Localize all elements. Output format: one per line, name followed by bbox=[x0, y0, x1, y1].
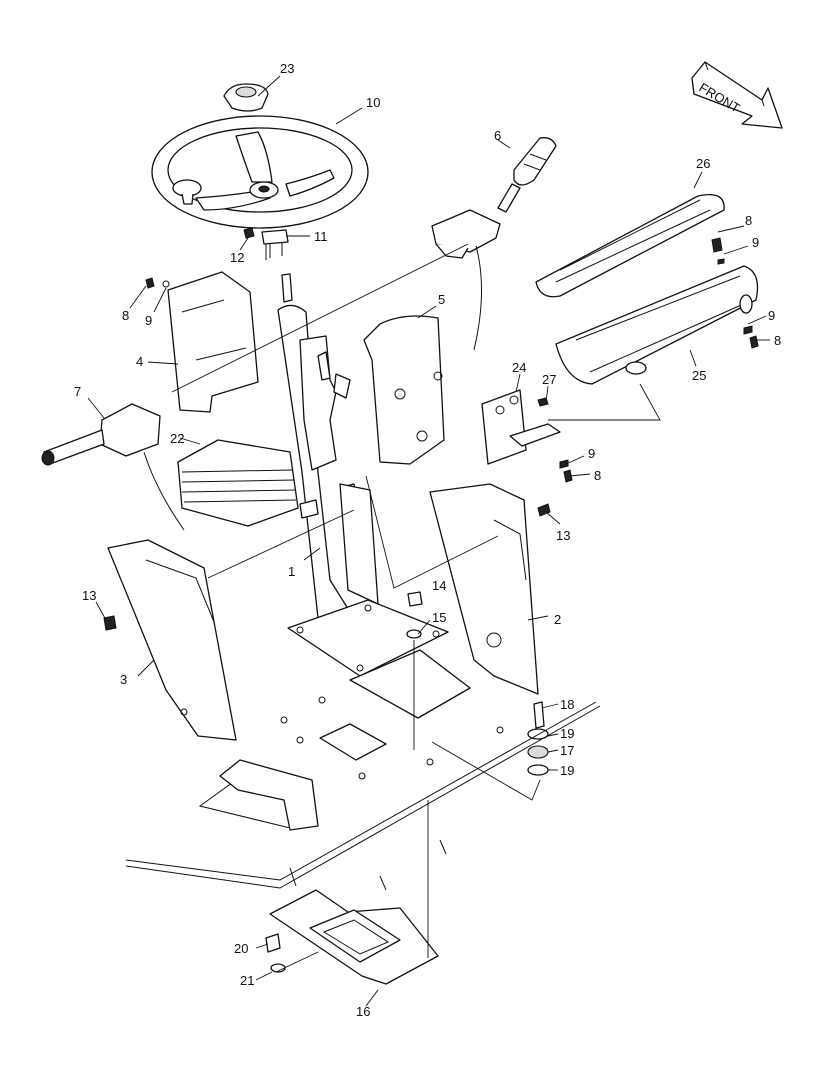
part-26-dash-cover bbox=[535, 193, 725, 298]
part-25-dash-housing bbox=[555, 265, 759, 385]
part-16-floor-plate bbox=[269, 889, 439, 985]
callout-17: 17 bbox=[560, 743, 574, 758]
callout-2: 2 bbox=[554, 612, 561, 627]
callout-20: 20 bbox=[234, 941, 248, 956]
part-5-column-panel bbox=[363, 315, 445, 465]
part-7-light-switch bbox=[41, 403, 185, 531]
callout-26: 26 bbox=[696, 156, 710, 171]
part-12-nut bbox=[243, 227, 255, 239]
part-11-bracket bbox=[261, 229, 289, 260]
callout-11: 11 bbox=[314, 229, 328, 244]
callout-5: 5 bbox=[438, 292, 445, 307]
callout-22: 22 bbox=[170, 431, 184, 446]
callout-8: 8 bbox=[774, 333, 781, 348]
callout-16: 16 bbox=[356, 1004, 370, 1019]
callout-19: 19 bbox=[560, 763, 574, 778]
part-2-lower-cover-right bbox=[429, 483, 539, 695]
part-1-steering-column bbox=[277, 273, 449, 677]
callout-13: 13 bbox=[556, 528, 570, 543]
part-10-steering-wheel bbox=[151, 115, 369, 229]
callout-1: 1 bbox=[288, 564, 295, 579]
part-6-shift-lever bbox=[431, 137, 557, 351]
part-23-steering-cap bbox=[223, 83, 269, 112]
callout-6: 6 bbox=[494, 128, 501, 143]
callout-25: 25 bbox=[692, 368, 706, 383]
callout-7: 7 bbox=[74, 384, 81, 399]
hardware-fasteners bbox=[103, 237, 759, 973]
callout-13: 13 bbox=[82, 588, 96, 603]
part-4-column-cover-left bbox=[167, 271, 259, 413]
part-22-shift-boot bbox=[177, 439, 299, 527]
callout-21: 21 bbox=[240, 973, 254, 988]
part-3-lower-cover-left bbox=[107, 539, 237, 741]
callout-15: 15 bbox=[432, 610, 446, 625]
callout-3: 3 bbox=[120, 672, 127, 687]
callout-24: 24 bbox=[512, 360, 526, 375]
part-24-mount-bracket bbox=[481, 389, 561, 465]
leader-lines bbox=[87, 75, 770, 1007]
callout-27: 27 bbox=[542, 372, 556, 387]
front-direction-arrow: FRONT bbox=[691, 61, 783, 129]
floor-deck-panel bbox=[125, 649, 601, 891]
callout-9: 9 bbox=[145, 313, 152, 328]
callout-9: 9 bbox=[588, 446, 595, 461]
callout-12: 12 bbox=[230, 250, 244, 265]
callout-8: 8 bbox=[745, 213, 752, 228]
callout-23: 23 bbox=[280, 61, 294, 76]
callout-10: 10 bbox=[366, 95, 380, 110]
callout-4: 4 bbox=[136, 354, 143, 369]
callout-14: 14 bbox=[432, 578, 446, 593]
callout-labels: 23 10 6 26 11 12 8 9 8 9 9 8 5 4 24 27 2… bbox=[74, 61, 781, 1019]
callout-9: 9 bbox=[752, 235, 759, 250]
callout-8: 8 bbox=[594, 468, 601, 483]
callout-8: 8 bbox=[122, 308, 129, 323]
callout-18: 18 bbox=[560, 697, 574, 712]
callout-19: 19 bbox=[560, 726, 574, 741]
callout-9: 9 bbox=[768, 308, 775, 323]
